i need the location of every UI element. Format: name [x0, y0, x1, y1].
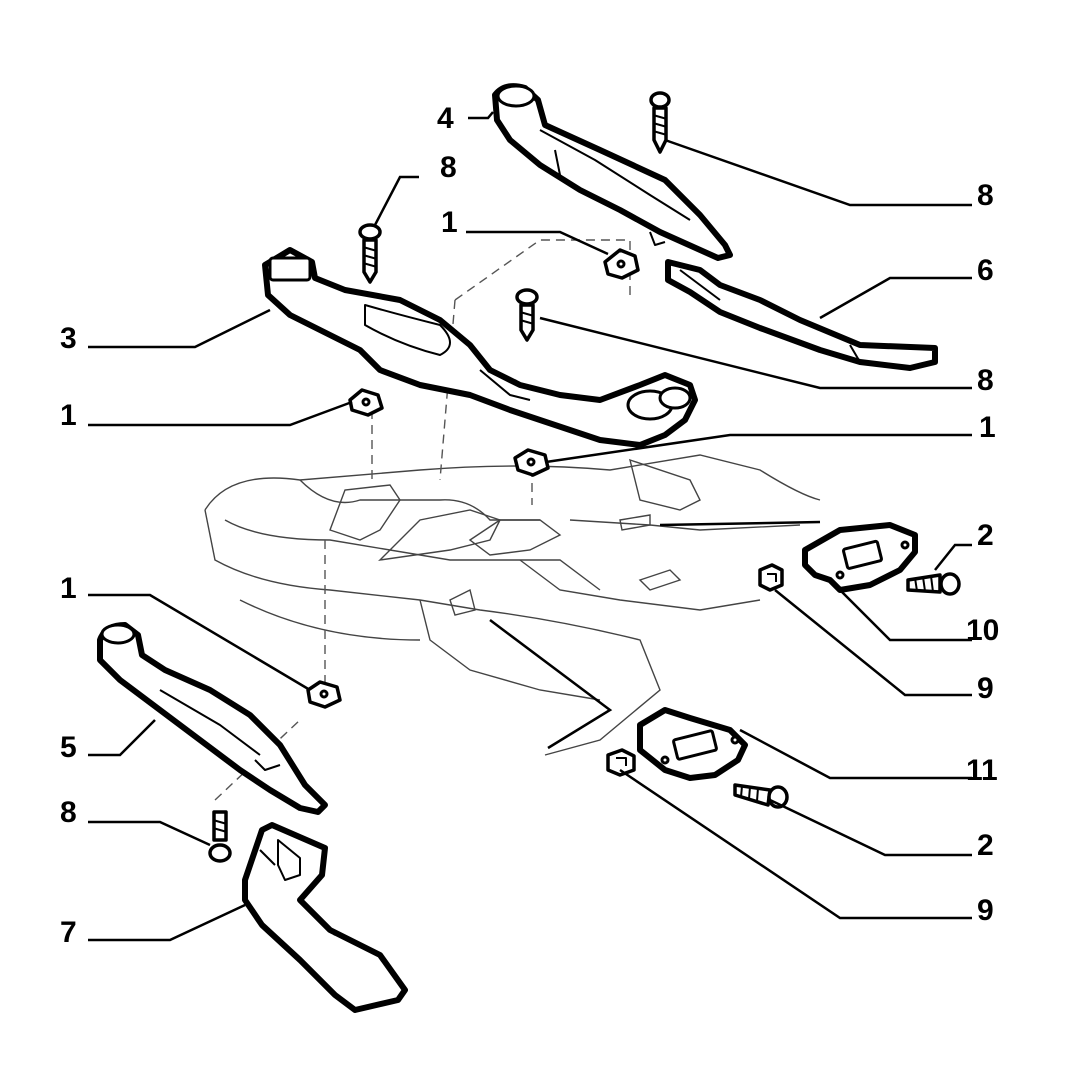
callout-4: 4: [437, 102, 454, 135]
callout-1-lower: 1: [60, 572, 77, 605]
screw-part-8-center: [515, 288, 539, 342]
clip-part-1-lower: [306, 680, 342, 709]
vent-part-11: [637, 707, 748, 781]
clip-part-9-upper: [758, 563, 784, 592]
screw-part-8-top: [649, 91, 671, 154]
callout-10: 10: [966, 614, 999, 647]
clip-part-1-top: [603, 248, 640, 280]
callout-9-upper: 9: [977, 672, 994, 705]
callout-6: 6: [977, 254, 994, 287]
air-duct-part-3: [262, 247, 698, 448]
leader-lines: [88, 111, 972, 942]
callout-8-top-right: 8: [977, 179, 994, 212]
clip-part-1-left: [348, 388, 384, 417]
vent-part-10: [802, 522, 918, 593]
callout-5: 5: [60, 731, 77, 764]
callout-1-top: 1: [441, 206, 458, 239]
callout-8-lower: 8: [60, 796, 77, 829]
screw-part-8-upper-left: [358, 223, 382, 284]
screw-part-2-upper: [906, 572, 961, 596]
callout-1-center: 1: [979, 411, 996, 444]
callout-8-center: 8: [977, 364, 994, 397]
callout-2-upper: 2: [977, 519, 994, 552]
clip-part-1-center: [513, 448, 550, 477]
floor-pan-outline: [204, 454, 821, 756]
callout-9-lower: 9: [977, 894, 994, 927]
callout-1-left: 1: [60, 399, 77, 432]
callout-8-upper-left: 8: [440, 151, 457, 184]
callout-2-lower: 2: [977, 829, 994, 862]
air-duct-part-5: [97, 622, 328, 815]
screw-part-8-lower: [208, 810, 232, 863]
callout-11: 11: [966, 754, 998, 787]
air-duct-part-4: [492, 83, 733, 261]
clip-part-9-lower: [606, 748, 636, 777]
screw-part-2-lower: [733, 783, 789, 809]
callout-3: 3: [60, 322, 77, 355]
callout-labels: 4 8 8 1 6 3 8 1 1 2 10 1 9 5 11 2 8 9 7: [60, 102, 999, 949]
air-duct-part-7: [242, 822, 408, 1013]
air-duct-part-6: [665, 259, 938, 371]
callout-7: 7: [60, 916, 77, 949]
